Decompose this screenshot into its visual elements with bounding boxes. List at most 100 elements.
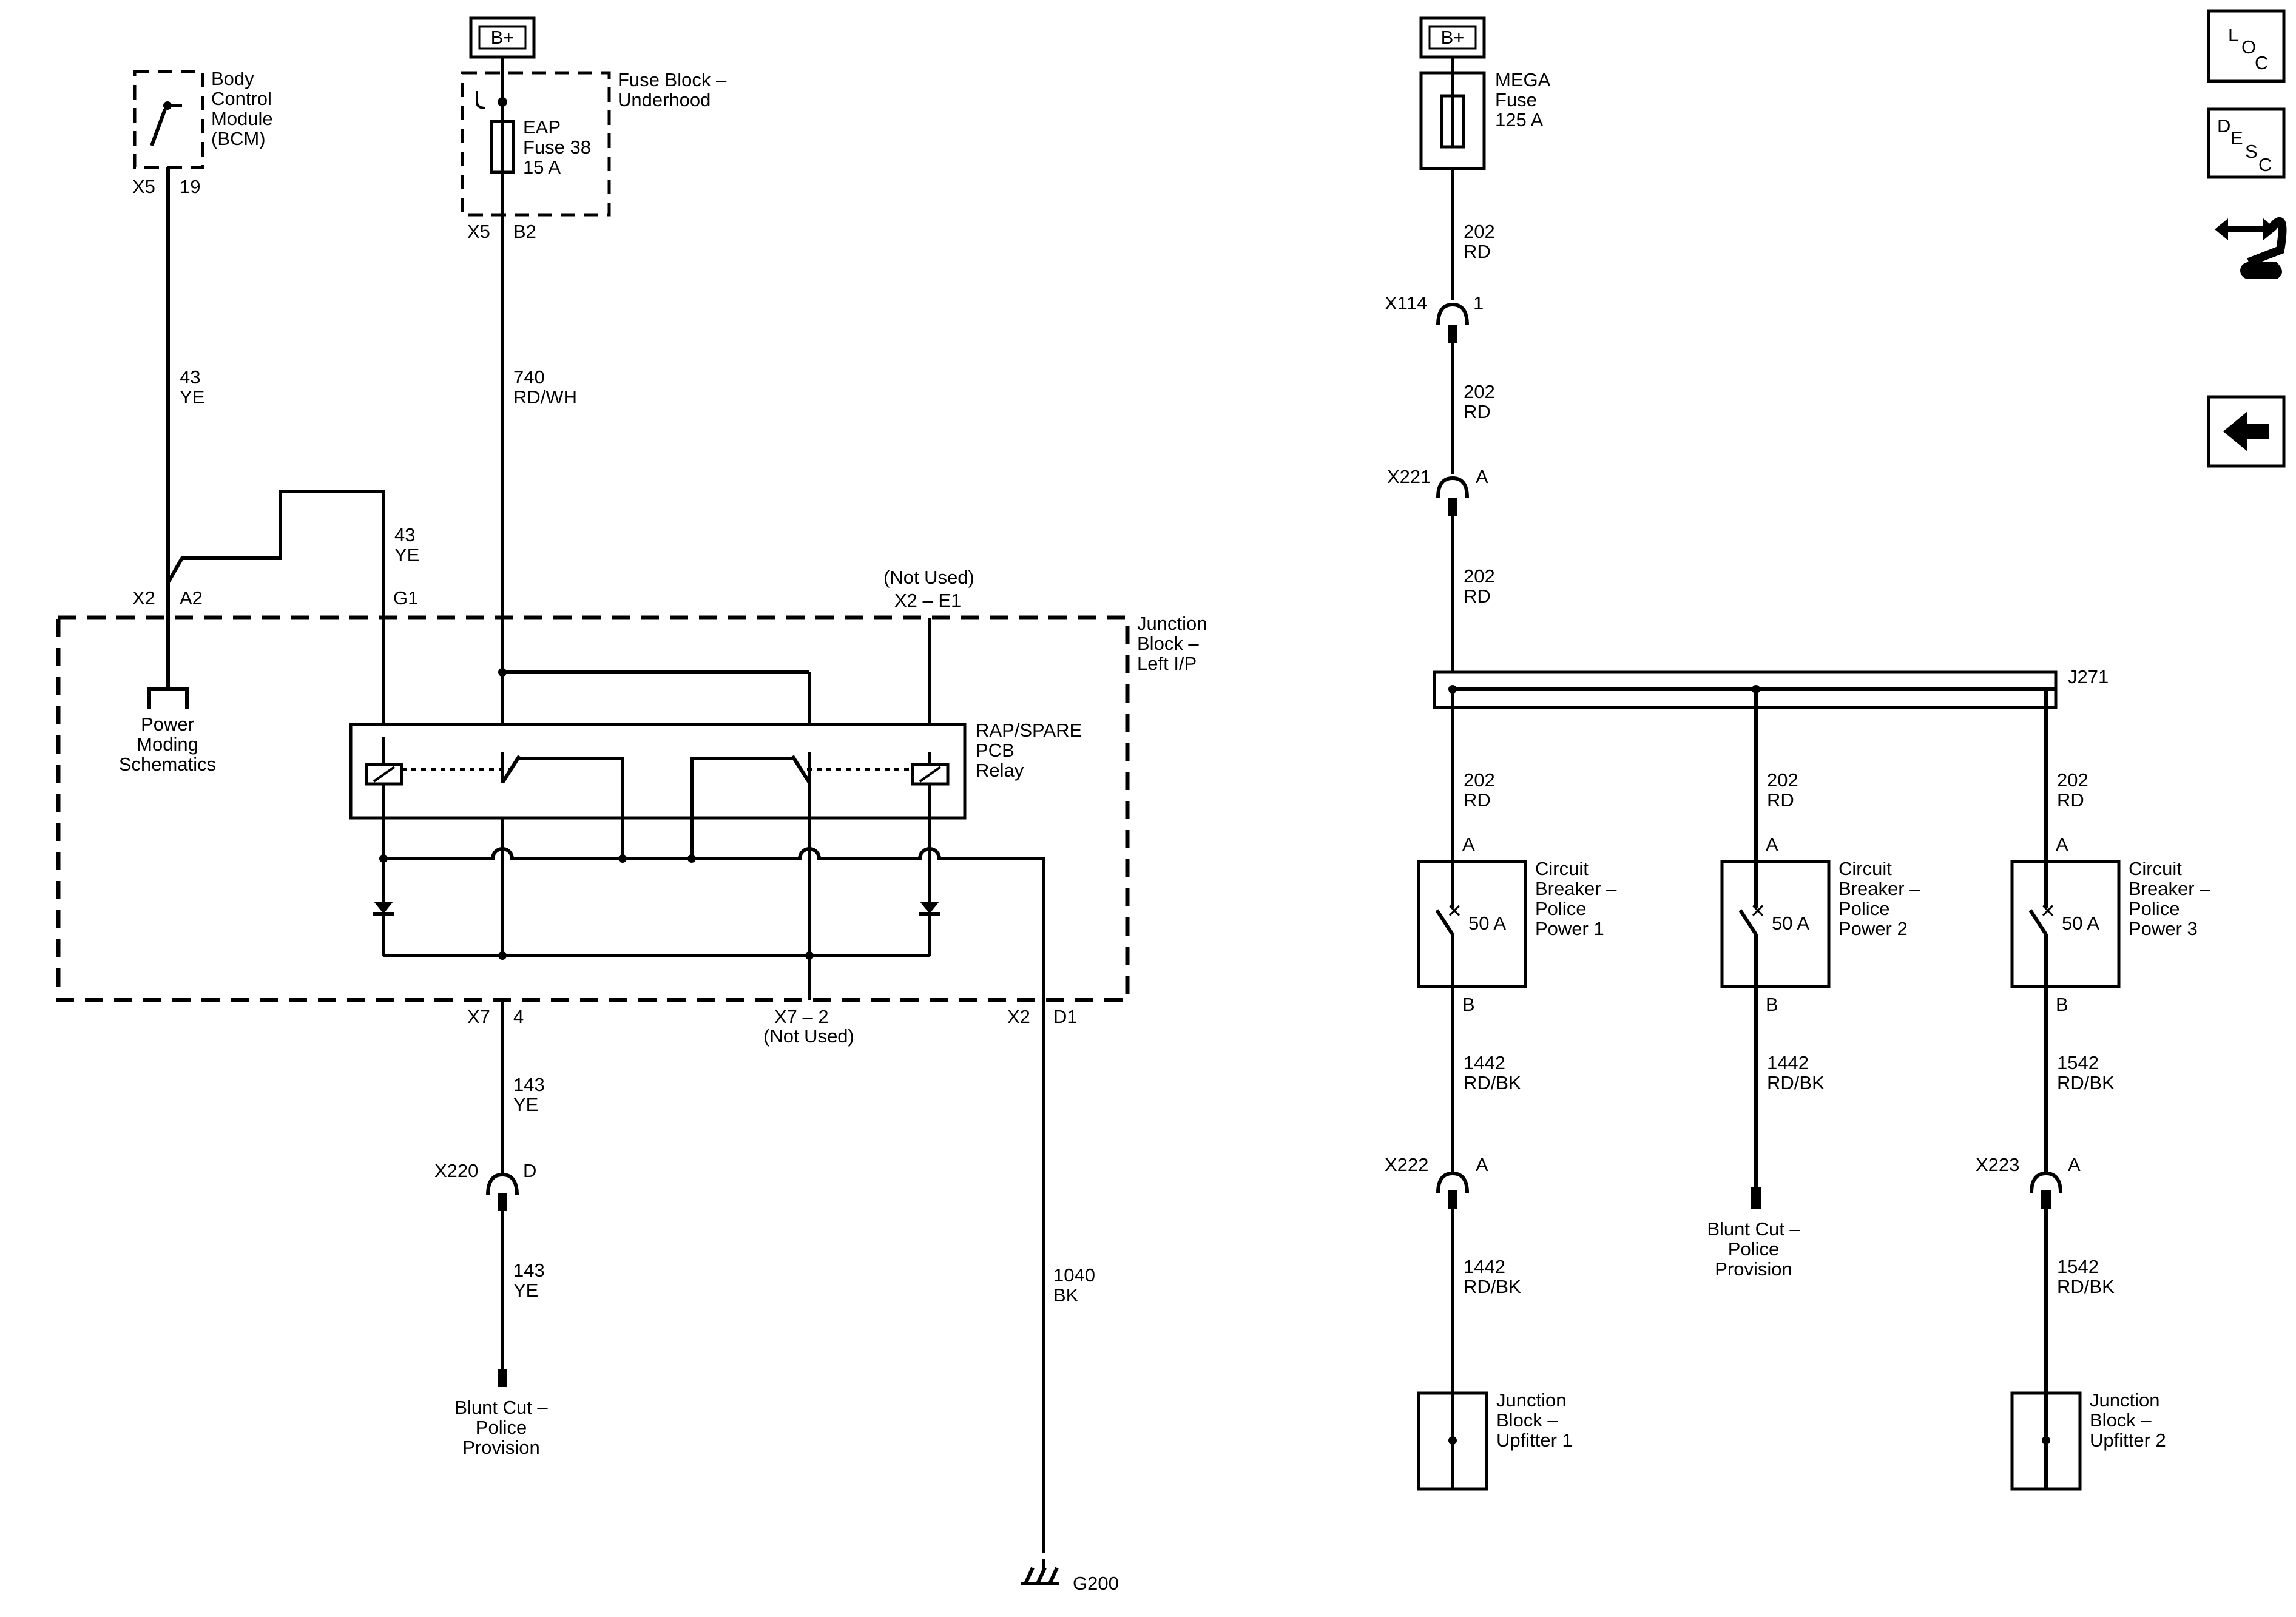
junction-block-upfitter-2	[2010, 1391, 2082, 1491]
svg-text:B+: B+	[1441, 27, 1465, 48]
jb-x2-label: X2	[132, 587, 155, 609]
breaker-2-in-pin: A	[1766, 834, 1778, 855]
svg-text:B+: B+	[491, 27, 515, 48]
circuit-breaker-3: ✕ 50 A	[2010, 860, 2121, 988]
circuit-breaker-1: ✕ 50 A	[1417, 860, 1527, 988]
junction-block-upfitter-1	[1417, 1391, 1488, 1491]
jb-x7-label: X7	[467, 1006, 490, 1027]
battery-positive-tag-right: B+	[1419, 16, 1486, 59]
svg-text:S: S	[2245, 141, 2258, 162]
x221-pin-label: A	[1476, 466, 1488, 487]
x222-pin-label: A	[1476, 1154, 1488, 1175]
x220-pin-label: D	[523, 1160, 536, 1181]
x220-conn-label: X220	[434, 1160, 478, 1181]
splice-j271	[1433, 670, 2058, 709]
mega-fuse	[1419, 71, 1486, 170]
breaker-1-in-pin: A	[1462, 834, 1475, 855]
svg-text:D: D	[2217, 115, 2230, 137]
circuit-breaker-2: ✕ 50 A	[1720, 860, 1831, 988]
j271-label: J271	[2068, 666, 2109, 687]
description-view-button[interactable]: D E S C	[2207, 107, 2286, 179]
svg-text:C: C	[2255, 52, 2268, 73]
breaker-2-rating: 50 A	[1772, 913, 1809, 934]
fuse-block-label: Fuse Block –Underhood	[618, 69, 727, 110]
x223-pin-label: A	[2068, 1154, 2081, 1175]
svg-text:L: L	[2228, 24, 2238, 46]
bcm-pin: 19	[180, 176, 200, 197]
not-used-bottom-label: (Not Used)	[763, 1025, 854, 1047]
breaker-2-out-pin: B	[1766, 994, 1778, 1015]
location-view-button[interactable]: L O C	[2207, 9, 2286, 83]
battery-positive-tag-left: B+	[469, 16, 536, 59]
svg-text:O: O	[2241, 36, 2256, 58]
breaker-1-rating: 50 A	[1468, 913, 1506, 934]
svg-text:C: C	[2258, 154, 2272, 175]
svg-text:✕: ✕	[2040, 900, 2056, 922]
junction-block-left-ip	[56, 615, 1130, 1002]
connector-x220	[486, 1000, 519, 1211]
x223-conn-label: X223	[1976, 1154, 2019, 1175]
back-arrow-icon	[2223, 411, 2269, 451]
jb-x2-e1-label: X2 – E1	[894, 590, 961, 611]
svg-text:✕: ✕	[1447, 900, 1462, 922]
breaker-3-out-pin: B	[2056, 994, 2068, 1015]
back-arrow-button[interactable]	[2207, 395, 2286, 468]
fuse-block-pin: B2	[513, 221, 536, 242]
breaker-3-in-pin: A	[2056, 834, 2068, 855]
breaker-3-rating: 50 A	[2062, 913, 2099, 934]
bcm-conn: X5	[132, 176, 155, 197]
relay-box	[349, 723, 967, 820]
ground-g200-icon	[1021, 1559, 1059, 1585]
jb-x2-bottom-label: X2	[1007, 1006, 1030, 1027]
breaker-1-out-pin: B	[1462, 994, 1475, 1015]
svg-text:E: E	[2230, 127, 2243, 149]
jb-d1-label: D1	[1053, 1006, 1078, 1027]
fuse-block-conn: X5	[467, 221, 490, 242]
not-used-top-label: (Not Used)	[883, 567, 974, 588]
jb-x7-2-label: X7 – 2	[774, 1006, 829, 1027]
jb-g1-label: G1	[393, 587, 418, 609]
x114-conn-label: X114	[1385, 292, 1427, 314]
x221-conn-label: X221	[1387, 466, 1431, 487]
x114-pin-label: 1	[1473, 292, 1484, 314]
svg-text:✕: ✕	[1750, 900, 1766, 922]
x222-conn-label: X222	[1385, 1154, 1428, 1175]
repair-procedure-icon[interactable]	[2215, 217, 2287, 279]
jb-a2-label: A2	[180, 587, 203, 609]
jb-pin4-label: 4	[513, 1006, 524, 1027]
ground-label: G200	[1073, 1573, 1119, 1594]
